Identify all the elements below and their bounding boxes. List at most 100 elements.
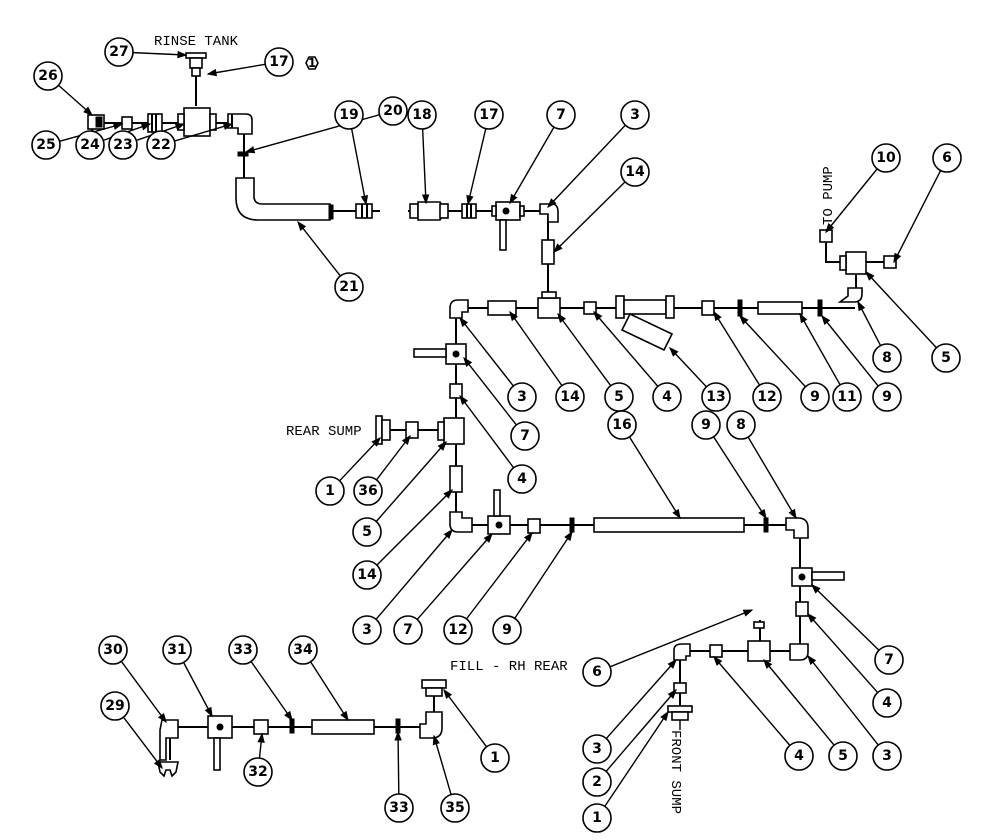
tee-fitting bbox=[177, 107, 217, 137]
callout-arrowhead-36 bbox=[401, 434, 411, 446]
ball-valve bbox=[207, 715, 233, 771]
nipple bbox=[583, 301, 597, 315]
callout-arrowhead-9 bbox=[758, 508, 767, 520]
callout-circle bbox=[104, 37, 134, 67]
callout-arrowhead-30 bbox=[157, 712, 167, 724]
callout-arrowhead-6 bbox=[893, 252, 902, 264]
callout-circle bbox=[315, 476, 345, 506]
callout-arrowhead-3 bbox=[547, 198, 557, 209]
callout-bubble-3: 3 bbox=[620, 100, 650, 130]
callout-number: 8 bbox=[882, 350, 892, 366]
callout-leader-7 bbox=[416, 533, 493, 620]
callout-arrowhead-4 bbox=[593, 310, 603, 321]
sump-flange bbox=[375, 415, 391, 445]
callout-leader-3 bbox=[605, 659, 677, 739]
nipple bbox=[121, 116, 133, 130]
callout-bubble-9: 9 bbox=[800, 382, 830, 412]
callout-leader-12 bbox=[713, 311, 761, 386]
callout-number: 9 bbox=[882, 389, 892, 405]
callout-arrowhead-3 bbox=[443, 528, 453, 539]
callout-bubble-7: 7 bbox=[874, 645, 904, 675]
callout-circle bbox=[510, 421, 540, 451]
callout-arrowhead-10 bbox=[825, 223, 835, 234]
callout-bubble-1: 1 bbox=[582, 803, 612, 833]
callout-bubble-4: 4 bbox=[507, 464, 537, 494]
to-pump-label: TO PUMP bbox=[821, 166, 837, 225]
callout-circle bbox=[353, 476, 383, 506]
callout-circle bbox=[872, 688, 902, 718]
callout-bubble-16: 16 bbox=[607, 410, 637, 440]
callout-arrowhead-5 bbox=[557, 312, 567, 324]
callout-arrowhead-3 bbox=[667, 658, 677, 669]
clamp bbox=[237, 151, 249, 157]
callout-arrowhead-9 bbox=[739, 314, 749, 325]
callout-circle bbox=[828, 741, 858, 771]
callout-arrowhead-26 bbox=[83, 106, 94, 116]
callout-leader-14 bbox=[509, 311, 563, 386]
callout-leader-35 bbox=[433, 735, 452, 795]
callout-bubble-9: 9 bbox=[691, 410, 721, 440]
callout-number: 35 bbox=[445, 800, 464, 816]
hose bbox=[757, 301, 803, 315]
callout-bubble-19: 19 bbox=[334, 100, 364, 130]
callout-bubble-29: 29 bbox=[100, 691, 130, 721]
filter bbox=[615, 295, 675, 352]
callout-bubble-14: 14 bbox=[620, 157, 650, 187]
callout-leader-4 bbox=[807, 613, 879, 693]
callout-circle bbox=[288, 635, 318, 665]
callout-circle bbox=[932, 143, 962, 173]
callout-bubble-25: 25 bbox=[31, 130, 61, 160]
callout-circle bbox=[582, 657, 612, 687]
callout-number: 4 bbox=[794, 748, 804, 764]
callout-circle bbox=[100, 691, 130, 721]
callout-leader-27 bbox=[132, 51, 187, 56]
callout-leader-3 bbox=[459, 317, 514, 387]
callout-arrowhead-14 bbox=[509, 310, 518, 322]
callout-circle bbox=[334, 100, 364, 130]
callout-arrowhead-17 bbox=[466, 194, 474, 206]
adapter bbox=[147, 113, 163, 133]
callout-bubble-17: 17 bbox=[264, 47, 294, 77]
callout-number: 27 bbox=[109, 44, 128, 60]
callout-circle bbox=[352, 560, 382, 590]
elbow bbox=[419, 711, 443, 739]
callout-circle bbox=[874, 645, 904, 675]
callout-number: 9 bbox=[810, 389, 820, 405]
callout-circle bbox=[582, 803, 612, 833]
callout-bubble-14: 14 bbox=[555, 382, 585, 412]
sheet-note-hexagon bbox=[305, 56, 319, 70]
nipple bbox=[795, 601, 809, 617]
hose bbox=[593, 517, 745, 533]
clamp bbox=[763, 517, 769, 533]
callout-bubble-4: 4 bbox=[652, 382, 682, 412]
callout-number: 7 bbox=[520, 428, 530, 444]
callout-circle bbox=[474, 100, 504, 130]
callout-arrowhead-35 bbox=[432, 734, 440, 746]
callout-arrowhead-7 bbox=[509, 193, 518, 205]
callout-bubble-33: 33 bbox=[228, 635, 258, 665]
callout-number: 21 bbox=[339, 279, 358, 295]
callout-leader-22 bbox=[174, 123, 233, 142]
quick-coupler bbox=[157, 761, 179, 778]
callout-leader-16 bbox=[628, 436, 681, 519]
callout-bubble-3: 3 bbox=[352, 615, 382, 645]
callout-number: 36 bbox=[358, 483, 377, 499]
callout-circle bbox=[243, 757, 273, 787]
callout-arrowhead-25 bbox=[112, 122, 124, 130]
callout-leader-30 bbox=[120, 660, 167, 723]
callout-arrowhead-21 bbox=[297, 220, 307, 231]
callout-leader-8 bbox=[747, 436, 797, 519]
callout-leader-33 bbox=[250, 661, 293, 721]
callout-bubble-32: 32 bbox=[243, 757, 273, 787]
callout-bubble-2: 2 bbox=[582, 767, 612, 797]
callout-number: 16 bbox=[612, 417, 631, 433]
callout-bubble-17: 17 bbox=[474, 100, 504, 130]
callout-number: 5 bbox=[941, 350, 951, 366]
callout-circle bbox=[352, 517, 382, 547]
callout-circle bbox=[31, 130, 61, 160]
sump-flange bbox=[421, 679, 447, 697]
callout-number: 2 bbox=[592, 774, 602, 790]
callout-bubble-18: 18 bbox=[407, 100, 437, 130]
callout-circle bbox=[407, 100, 437, 130]
